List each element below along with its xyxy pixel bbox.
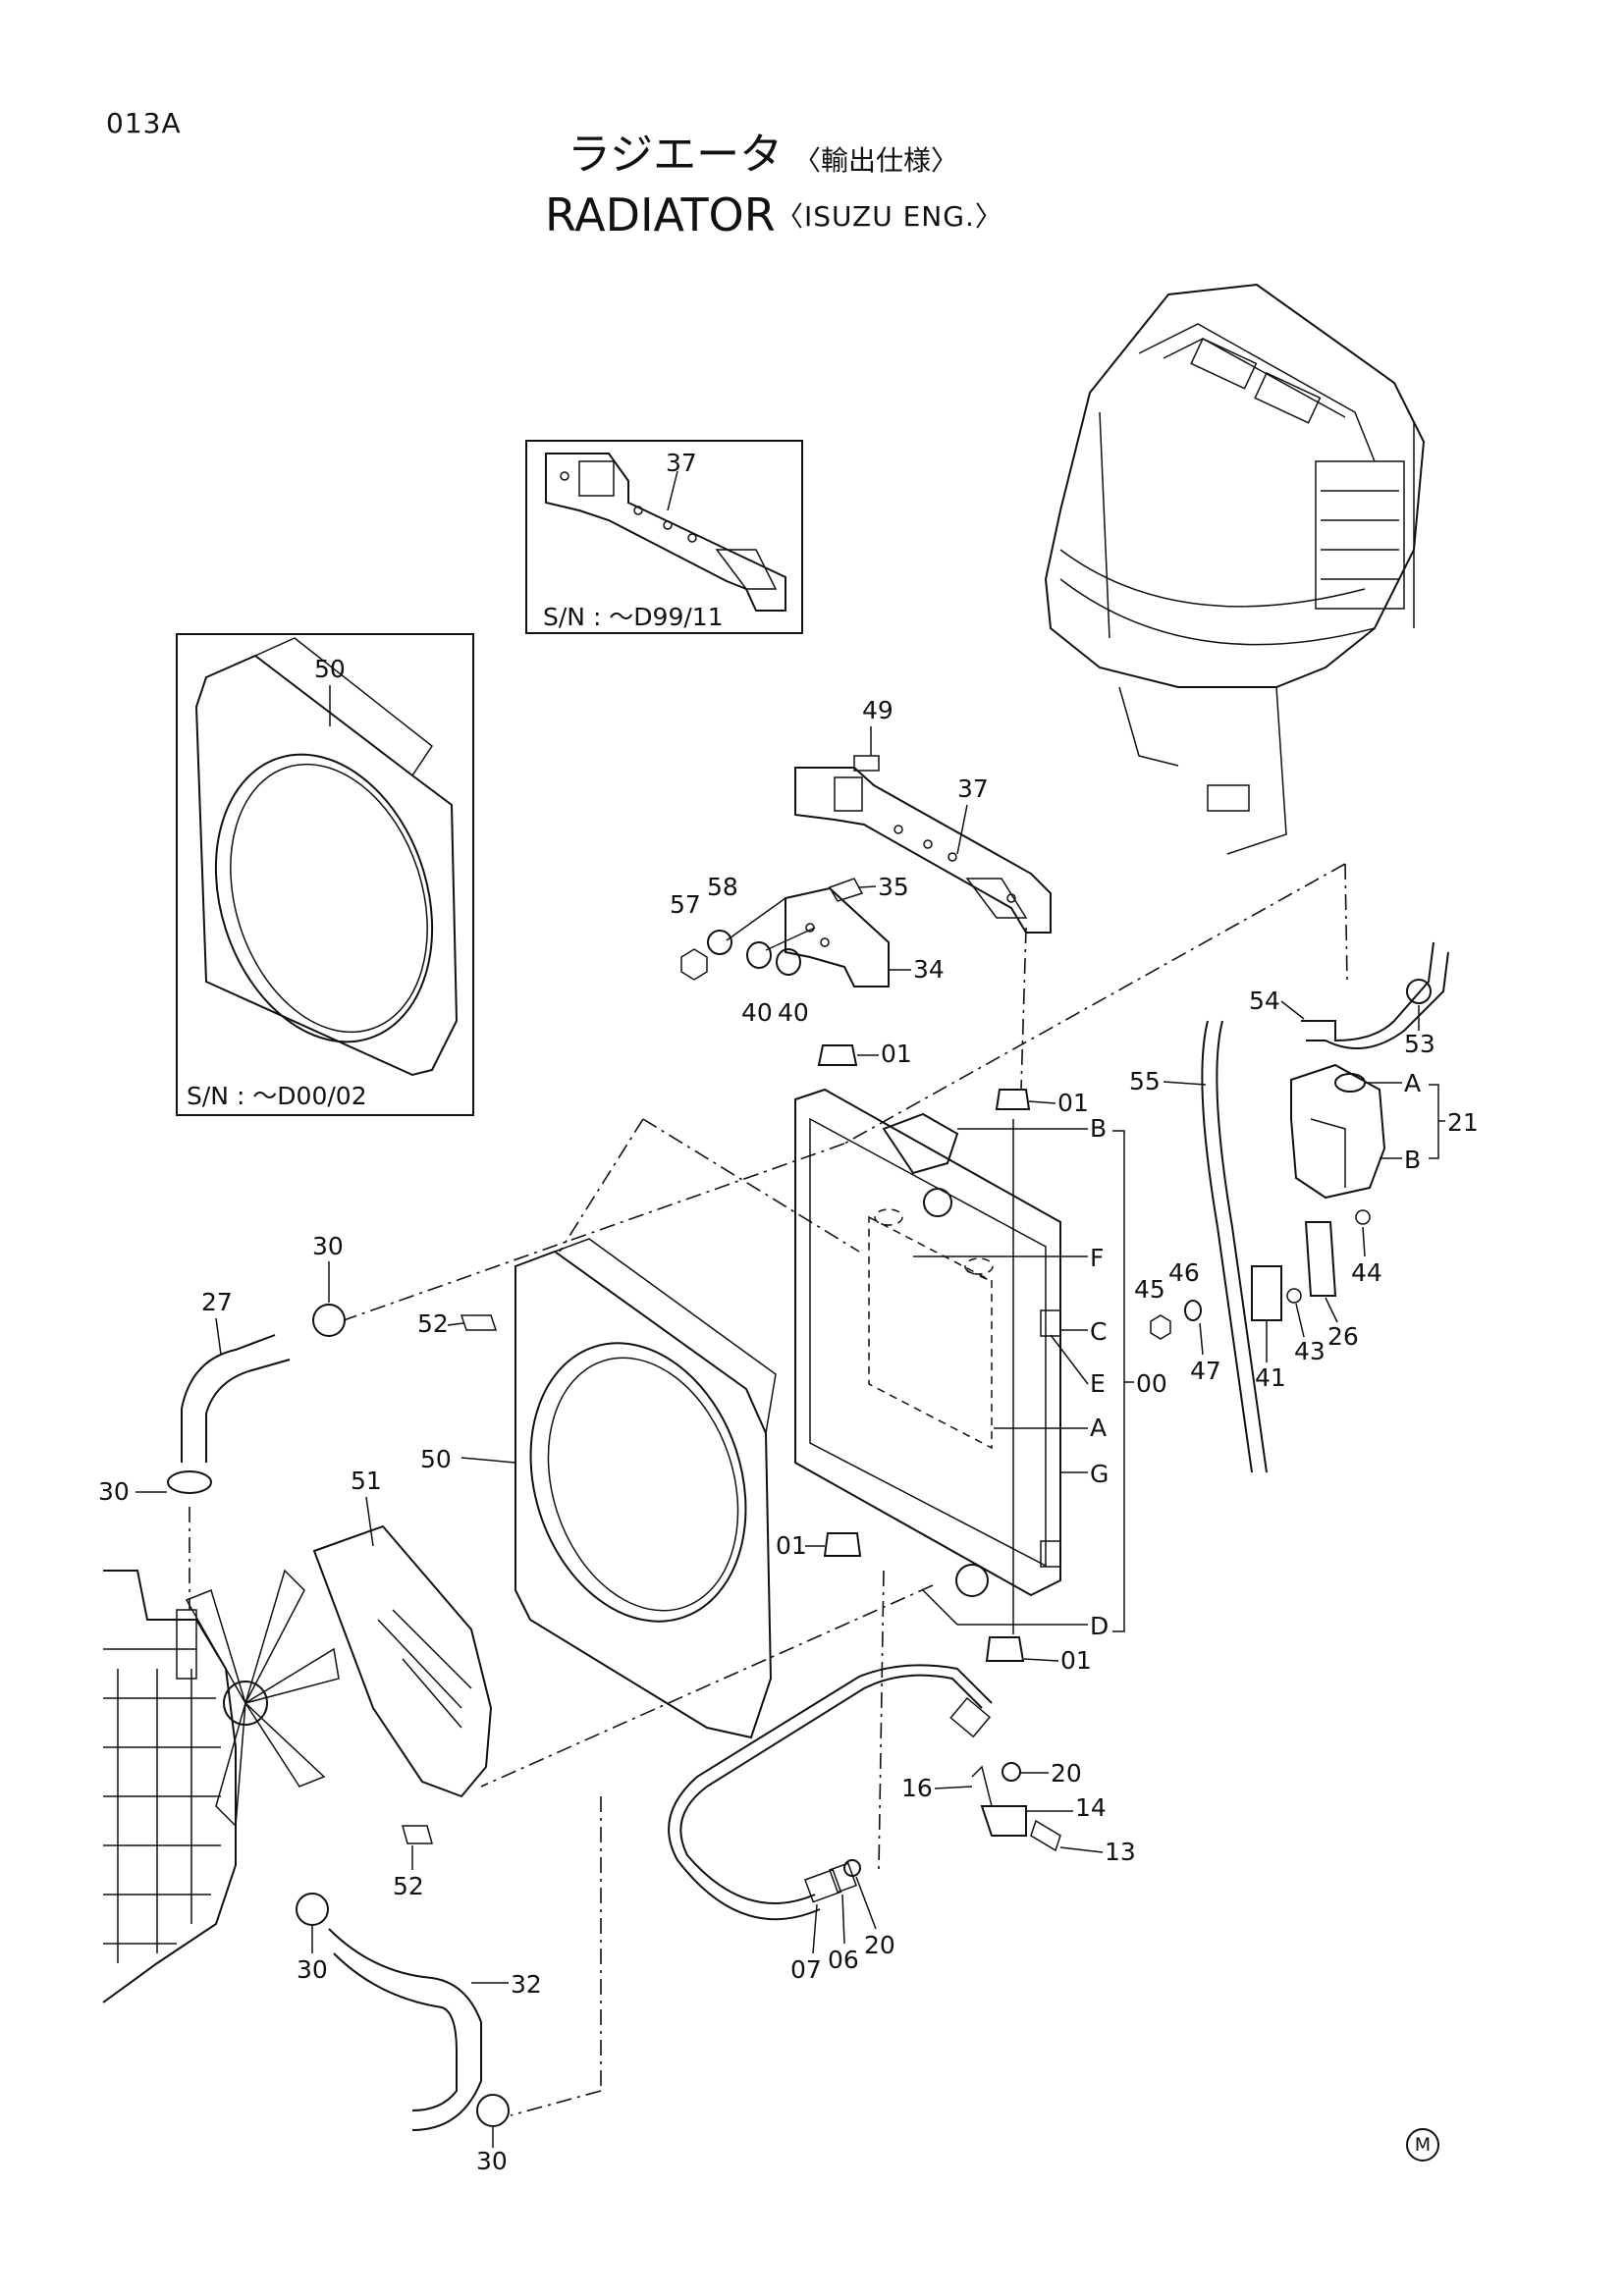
ref-letter-b-tank: B <box>1404 1146 1421 1174</box>
title-japanese: ラジエータ <box>568 130 784 180</box>
callout-50: 50 <box>420 1445 452 1473</box>
callout-50-inset: 50 <box>314 655 346 683</box>
callout-57: 57 <box>670 890 701 919</box>
callout-32: 32 <box>511 1970 542 1999</box>
callout-46: 46 <box>1168 1258 1200 1287</box>
callout-43: 43 <box>1294 1337 1326 1365</box>
callout-16: 16 <box>901 1774 933 1802</box>
inset-2-serial: S/N : ～D00/02 <box>187 1082 367 1110</box>
lower-hose: 30 32 30 <box>296 1893 542 2175</box>
ref-letter-g: G <box>1090 1460 1109 1488</box>
callout-01-c: 01 <box>776 1531 807 1560</box>
diagram-code: 013A <box>106 107 182 139</box>
title-english-sub: 〈ISUZU ENG.〉 <box>776 200 1003 233</box>
callout-13: 13 <box>1105 1838 1136 1866</box>
callout-40-a: 40 <box>741 998 773 1027</box>
callout-30-a: 30 <box>312 1232 344 1260</box>
callout-40-b: 40 <box>778 998 809 1027</box>
callout-37: 37 <box>957 774 989 803</box>
drain-hose-assembly: 20 16 14 13 07 06 20 <box>668 1664 1136 1984</box>
excavator-illustration <box>1044 283 1426 855</box>
callout-30-d: 30 <box>476 2147 508 2175</box>
fan-shroud: 50 51 52 52 <box>312 1238 777 1900</box>
ref-letter-c: C <box>1090 1317 1107 1346</box>
engine-with-fan <box>102 1569 340 2003</box>
ref-letter-d: D <box>1090 1612 1109 1640</box>
title-english: RADIATOR <box>545 188 776 241</box>
callout-35: 35 <box>878 873 909 901</box>
ref-letter-e: E <box>1090 1369 1106 1398</box>
callout-52-a: 52 <box>417 1309 449 1338</box>
callout-01-d: 01 <box>1060 1646 1092 1675</box>
callout-41: 41 <box>1255 1363 1286 1392</box>
callout-47: 47 <box>1190 1357 1221 1385</box>
assembly-reference-lines <box>189 863 1348 2116</box>
callout-06: 06 <box>828 1946 859 1974</box>
callout-01-b: 01 <box>1057 1089 1089 1117</box>
callout-30-b: 30 <box>98 1477 130 1506</box>
callout-27: 27 <box>201 1288 233 1316</box>
callout-54: 54 <box>1249 987 1280 1015</box>
inset-bracket-37: 37 S/N : ～D99/11 <box>525 440 803 634</box>
callout-34: 34 <box>913 955 945 984</box>
callout-21: 21 <box>1447 1108 1479 1137</box>
title-japanese-sub: 〈輸出仕様〉 <box>793 144 959 177</box>
inset-1-serial: S/N : ～D99/11 <box>543 603 724 631</box>
ref-letter-f: F <box>1090 1244 1104 1272</box>
callout-45: 45 <box>1134 1275 1165 1304</box>
callout-53: 53 <box>1404 1030 1435 1058</box>
callout-51: 51 <box>351 1467 382 1495</box>
callout-37-inset: 37 <box>666 449 697 477</box>
callout-58: 58 <box>707 873 738 901</box>
manufacturer-mark: M <box>1406 2128 1439 2162</box>
callout-55: 55 <box>1129 1067 1161 1095</box>
bracket-assembly: 49 37 58 57 35 40 40 34 <box>670 696 1052 1027</box>
ref-letter-b: B <box>1090 1114 1107 1143</box>
callout-52-b: 52 <box>393 1872 424 1900</box>
callout-20-b: 20 <box>864 1931 895 1959</box>
reserve-tank-assembly: 54 53 55 A B 21 44 46 45 47 <box>1129 941 1479 1473</box>
inset-shroud-50: 50 S/N : ～D00/02 <box>176 633 474 1116</box>
callout-14: 14 <box>1075 1793 1107 1822</box>
callout-30-c: 30 <box>297 1955 328 1984</box>
callout-00: 00 <box>1136 1369 1167 1398</box>
callout-26: 26 <box>1327 1322 1359 1351</box>
ref-letter-a-tank: A <box>1404 1069 1421 1097</box>
radiator-core: 01 01 01 01 B F C E A G D <box>776 1040 1167 1675</box>
callout-07: 07 <box>790 1955 822 1984</box>
callout-49: 49 <box>862 696 893 724</box>
callout-44: 44 <box>1351 1258 1382 1287</box>
ref-letter-a: A <box>1090 1414 1107 1442</box>
upper-hose: 30 27 30 <box>98 1232 346 1506</box>
callout-01-a: 01 <box>881 1040 912 1068</box>
callout-20-a: 20 <box>1051 1759 1082 1788</box>
